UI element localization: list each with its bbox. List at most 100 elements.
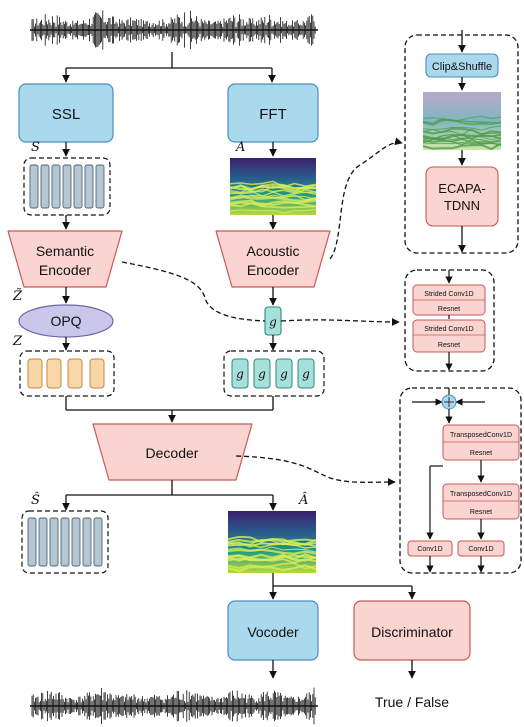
waveform-trace xyxy=(31,10,316,50)
svg-text:Resnet: Resnet xyxy=(470,450,492,457)
input-connector xyxy=(62,30,466,83)
feature-bar xyxy=(38,517,48,567)
svg-text:OPQ: OPQ xyxy=(50,313,81,329)
opq-block: OPQ xyxy=(18,304,114,338)
svg-text:g: g xyxy=(302,367,310,381)
spectral-band xyxy=(422,125,502,131)
ssl-block: SSL xyxy=(18,83,114,143)
svg-text:Resnet: Resnet xyxy=(438,306,460,313)
decoder-output-connector xyxy=(62,480,277,511)
spectral-band xyxy=(229,208,317,214)
feature-bar xyxy=(49,517,59,567)
spectrogram-a xyxy=(229,158,317,215)
feature-bar xyxy=(73,164,83,209)
discriminator-output-label: True / False xyxy=(375,694,449,710)
a-symbol: A xyxy=(235,140,245,155)
spectral-band xyxy=(229,180,317,188)
svg-text:Strided Conv1D: Strided Conv1D xyxy=(424,326,473,333)
svg-text:Discriminator: Discriminator xyxy=(371,624,453,640)
svg-text:g: g xyxy=(258,367,266,381)
encoder-to-conv-link xyxy=(121,261,266,322)
feature-bar xyxy=(62,164,72,209)
spectral-band xyxy=(422,137,502,143)
feature-bar xyxy=(71,517,81,567)
spectral-band xyxy=(229,184,317,191)
spectral-band xyxy=(229,195,317,203)
decoder-input-connector xyxy=(65,396,274,423)
spectral-band xyxy=(229,190,317,197)
spectral-band xyxy=(422,119,502,126)
decoder-to-panel-link xyxy=(235,455,396,486)
svg-text:Conv1D: Conv1D xyxy=(417,546,442,553)
spectrogram-output-connector xyxy=(269,573,416,600)
svg-text:FFT: FFT xyxy=(259,106,287,123)
feature-bar xyxy=(27,517,37,567)
svg-text:Acoustic: Acoustic xyxy=(247,243,300,259)
svg-text:Semantic: Semantic xyxy=(36,243,94,259)
spectral-band xyxy=(422,117,502,124)
quantized-tokens-z xyxy=(19,350,115,397)
g-to-conv-link xyxy=(280,318,400,326)
spectral-band xyxy=(227,553,317,561)
spectral-band xyxy=(422,142,502,146)
discriminator-block: Discriminator xyxy=(353,600,471,661)
svg-text:Encoder: Encoder xyxy=(39,262,91,278)
semantic-encoder-block: Semantic Encoder xyxy=(7,230,123,288)
svg-text:Strided Conv1D: Strided Conv1D xyxy=(424,291,473,298)
s-hat-symbol: Ŝ xyxy=(31,491,40,508)
svg-text:Decoder: Decoder xyxy=(146,445,199,461)
feature-bar xyxy=(84,164,94,209)
s-symbol: S xyxy=(31,140,40,155)
input-waveform xyxy=(30,10,318,50)
svg-text:Encoder: Encoder xyxy=(247,262,299,278)
feature-bar xyxy=(82,517,92,567)
speaker-encoder-panel: Clip&Shuffle ECAPA- TDNN xyxy=(404,34,519,254)
decoder-detail-panel: TransposedConv1D Resnet TransposedConv1D… xyxy=(399,387,522,574)
spectral-band xyxy=(229,199,317,207)
svg-text:Resnet: Resnet xyxy=(470,509,492,516)
fft-block: FFT xyxy=(227,83,319,143)
spectral-band xyxy=(422,127,502,136)
svg-text:Resnet: Resnet xyxy=(438,342,460,349)
spectral-band xyxy=(229,194,317,200)
spectral-band xyxy=(229,201,317,209)
decoder-block: Decoder xyxy=(92,423,253,481)
vocoder-block: Vocoder xyxy=(227,600,319,661)
feature-bar xyxy=(60,517,70,567)
output-waveform xyxy=(30,687,318,725)
spectral-band xyxy=(422,142,502,151)
a-hat-symbol: Â xyxy=(298,492,308,508)
waveform-trace xyxy=(31,687,316,725)
semantic-features-s xyxy=(23,157,111,216)
feature-bar xyxy=(51,164,61,209)
spectral-band xyxy=(422,115,502,122)
svg-text:Conv1D: Conv1D xyxy=(468,546,493,553)
global-token-g: g xyxy=(264,306,282,336)
reconstructed-spectrogram-a-hat xyxy=(227,511,317,573)
ecapa-label-line2: TDNN xyxy=(444,198,480,213)
acoustic-encoder-block: Acoustic Encoder xyxy=(215,230,331,288)
spectral-band xyxy=(227,546,317,553)
svg-text:TransposedConv1D: TransposedConv1D xyxy=(450,432,512,439)
svg-text:Vocoder: Vocoder xyxy=(247,624,299,640)
spectral-band xyxy=(227,539,317,546)
z-symbol: Z xyxy=(12,334,23,349)
svg-text:SSL: SSL xyxy=(52,106,80,123)
reconstructed-semantic-s-hat xyxy=(21,510,109,574)
global-encoder-panel: Strided Conv1D Resnet Strided Conv1D Res… xyxy=(404,269,495,372)
spectral-band xyxy=(227,548,317,555)
feature-bar xyxy=(29,164,39,209)
ecapa-label-line1: ECAPA- xyxy=(438,181,485,196)
feature-bar xyxy=(40,164,50,209)
clip-shuffle-label: Clip&Shuffle xyxy=(432,61,492,73)
repeated-g-tokens: g g g g xyxy=(223,350,325,397)
feature-bar xyxy=(95,164,105,209)
z-tilde-symbol: Z̃ xyxy=(12,288,23,304)
spectral-band xyxy=(422,134,502,141)
spectral-band xyxy=(229,201,317,208)
svg-text:g: g xyxy=(269,315,277,329)
spectral-band xyxy=(422,128,502,136)
acoustic-to-ecapa-link xyxy=(329,137,403,260)
svg-text:g: g xyxy=(236,367,244,381)
